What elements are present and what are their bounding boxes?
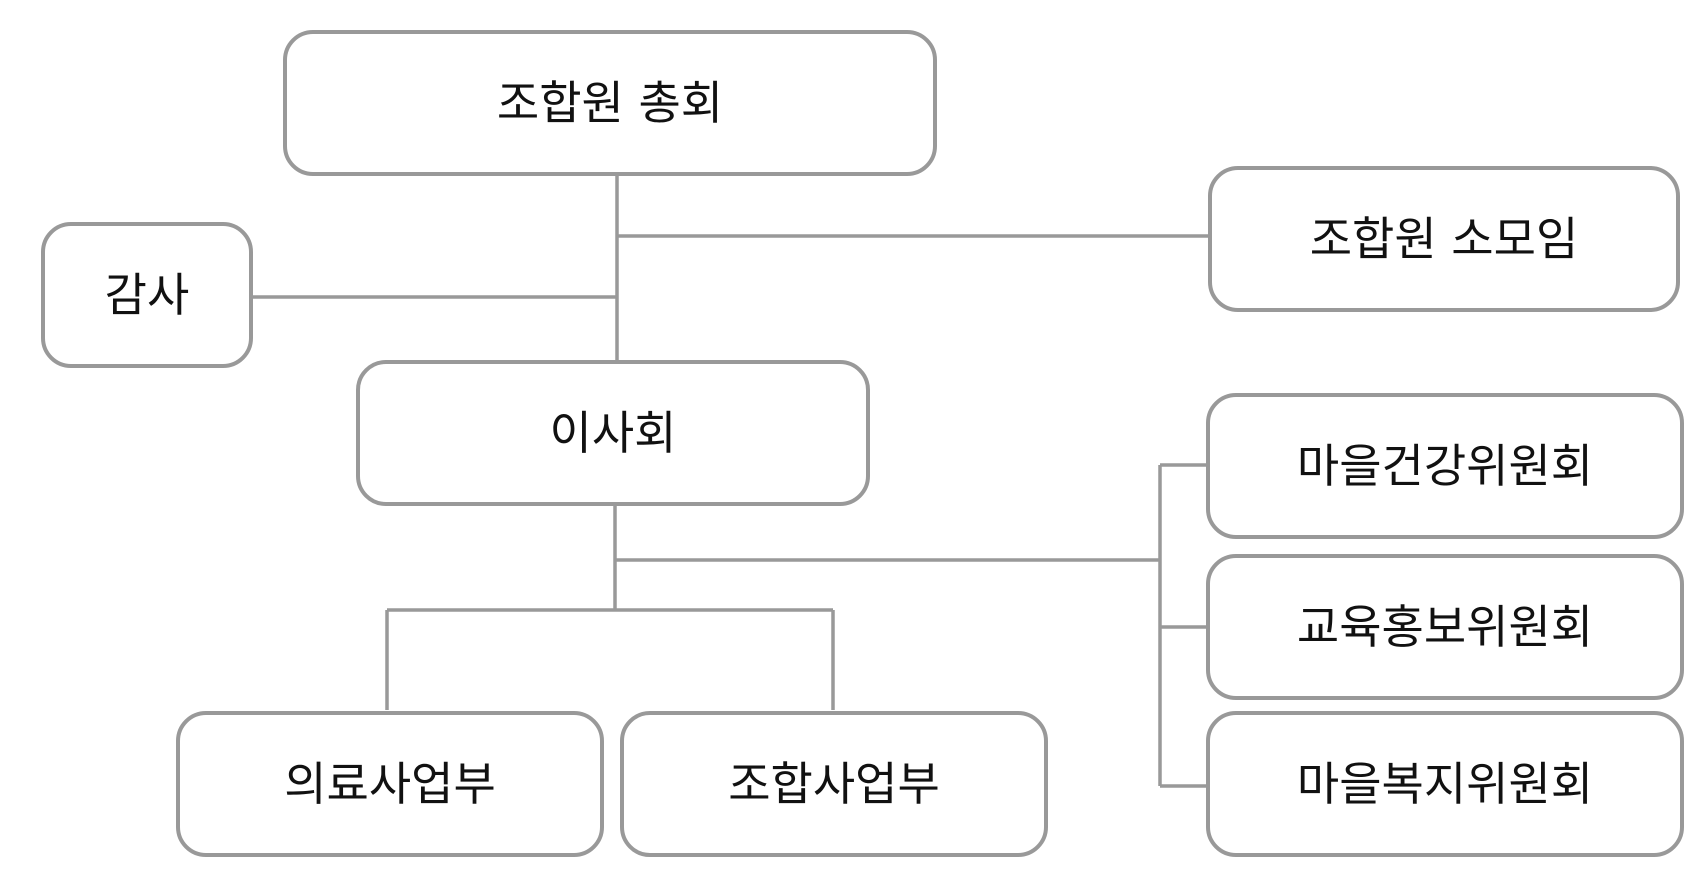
node-coop-business: 조합사업부 [620, 711, 1048, 857]
node-general-assembly: 조합원 총회 [283, 30, 937, 176]
node-committee-health-label: 마을건강위원회 [1297, 439, 1593, 493]
node-medical-business: 의료사업부 [176, 711, 604, 857]
node-board: 이사회 [356, 360, 870, 506]
node-general-assembly-label: 조합원 총회 [497, 76, 723, 130]
node-committee-education-label: 교육홍보위원회 [1297, 600, 1593, 654]
node-committee-health: 마을건강위원회 [1206, 393, 1684, 539]
node-committee-education: 교육홍보위원회 [1206, 554, 1684, 700]
node-committee-welfare-label: 마을복지위원회 [1297, 757, 1593, 811]
node-audit: 감사 [41, 222, 253, 368]
node-board-label: 이사회 [550, 406, 677, 460]
node-audit-label: 감사 [105, 268, 190, 322]
node-member-groups: 조합원 소모임 [1208, 166, 1680, 312]
node-medical-business-label: 의료사업부 [284, 757, 496, 811]
node-committee-welfare: 마을복지위원회 [1206, 711, 1684, 857]
connector-lines [251, 174, 1210, 788]
node-coop-business-label: 조합사업부 [728, 757, 940, 811]
node-member-groups-label: 조합원 소모임 [1310, 212, 1579, 266]
